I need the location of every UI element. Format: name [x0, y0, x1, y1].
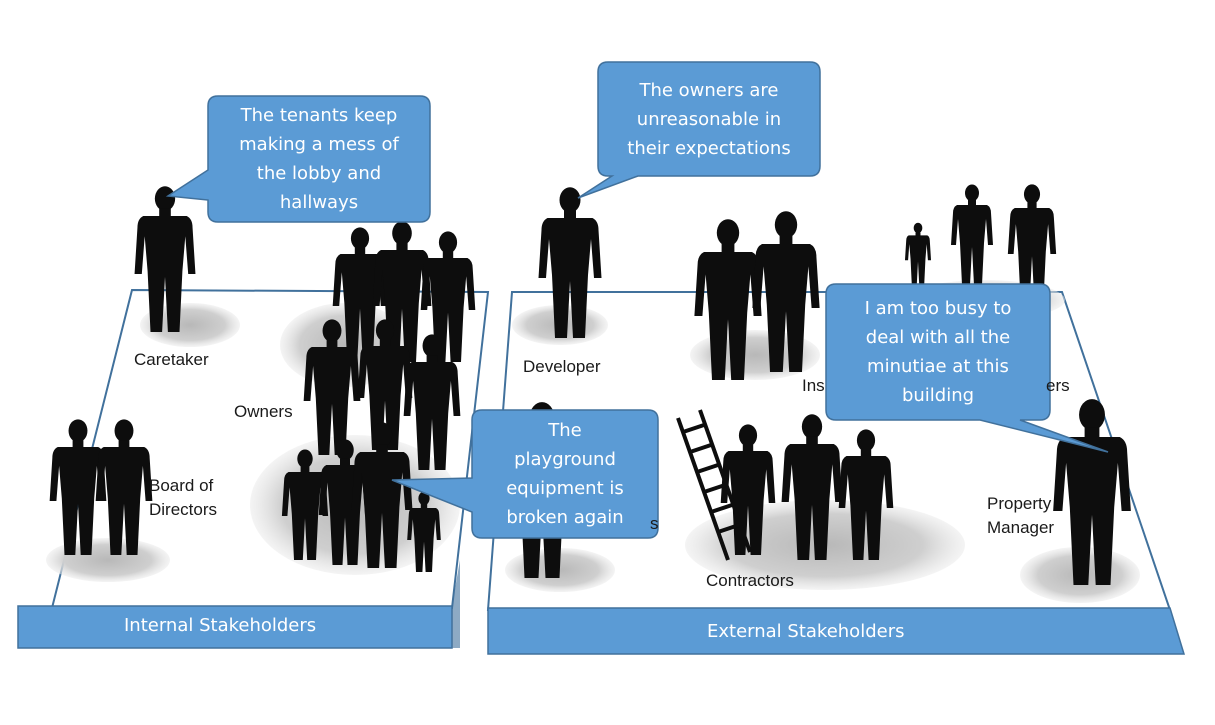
suppliers-label: ers [1046, 376, 1070, 395]
contractors-label: Contractors [706, 571, 794, 590]
caretaker-speech-bubble: The tenants keep making a mess of the lo… [239, 105, 399, 213]
speech-bubbles [165, 61, 1109, 539]
property-manager-speech-bubble: I am too busy to deal with all the minut… [864, 298, 1012, 406]
developer-label: Developer [523, 357, 601, 376]
tenant-speech-bubble: The playground equipment is broken again [506, 420, 624, 528]
developer-speech-bubble: The owners are unreasonable in their exp… [627, 79, 791, 159]
internal-stakeholders-title: Internal Stakeholders [124, 615, 317, 636]
owners-label: Owners [234, 402, 293, 421]
external-stakeholders-title: External Stakeholders [707, 621, 905, 642]
insurers-label: Ins [802, 376, 825, 395]
tenants-label: s [650, 514, 659, 533]
people-silhouettes [49, 184, 1131, 585]
supplier-figure [951, 184, 993, 285]
property-manager-label: Property Manager [987, 494, 1055, 537]
supplier-figure [904, 222, 932, 285]
ladder-icon [676, 409, 752, 561]
board-of-directors-label: Board of Directors [149, 476, 218, 519]
caretaker-label: Caretaker [134, 350, 209, 369]
